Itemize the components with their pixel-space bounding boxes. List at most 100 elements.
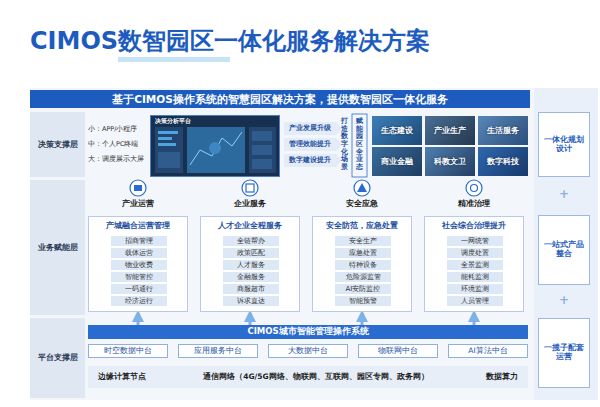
node-text: 通信网络（4G/5G网络、物联网、互联网、园区专网、政务网） [203, 373, 429, 382]
icon-group [130, 180, 482, 196]
image-tile: 商业金融 [372, 147, 422, 176]
layer-label-box: 业务赋能层 [30, 180, 85, 315]
node-text: 边缘计算节点 [98, 373, 146, 382]
icon-circle [466, 180, 482, 196]
node-text: 业务赋能层 [38, 243, 78, 252]
item-pill: 调度处置 [447, 248, 503, 258]
item-pill: 物业收费 [111, 260, 167, 270]
item-pill: AI安防监控 [335, 284, 391, 294]
node-text: 数字科技 [487, 157, 519, 166]
node-text: 决策支撑层 [38, 140, 78, 149]
image-tile: 生活服务 [478, 116, 528, 145]
node-text: 一揽子配套运营 [542, 344, 586, 361]
node-text: 全景监测 [461, 261, 489, 269]
node-text: 商业金融 [381, 157, 413, 166]
layer-label-box: 平台支撑层 [30, 318, 85, 398]
item-pill: 一码通行 [111, 284, 167, 294]
node-text: 产业发展升级 [289, 125, 331, 132]
node-text: 人才企业全程服务 [218, 221, 282, 230]
node-text: 政策匹配 [237, 249, 265, 257]
item-pill: 危险源监管 [335, 272, 391, 282]
node-text: CIMOS城市智能管理操作系统 [247, 327, 368, 337]
layer-label-box: 决策支撑层 [30, 112, 85, 177]
image-tile: 科教文卫 [425, 147, 475, 176]
node-text: 商服超市 [237, 285, 265, 293]
node-text: 社会综合治理提升 [442, 221, 506, 230]
icon-glyph [471, 185, 478, 192]
node-text: 经济运行 [125, 297, 153, 305]
node-text: 安全防范，应急处置 [326, 221, 398, 230]
item-pill: 政策匹配 [223, 248, 279, 258]
image-tile: 生态建设 [372, 116, 422, 145]
service-column: 产城融合运营管理招商管理载体运营物业收费智能管控一码通行经济运行 [88, 216, 188, 312]
item-pill: 载体运营 [111, 248, 167, 258]
node-text: 平台支撑层 [38, 353, 78, 362]
item-pill: 全链帮办 [223, 236, 279, 246]
item-pill: 特种设备 [335, 260, 391, 270]
screen-bar [158, 143, 176, 146]
screen-panel: 决策分析平台 [150, 115, 280, 177]
platform-box: 应用服务中台 [178, 344, 258, 358]
icon-circle [130, 180, 146, 196]
node-text: 应急处置 [349, 249, 377, 257]
platform-box: AI算法中台 [448, 344, 528, 358]
screen-bar [158, 137, 172, 140]
note-label: 中：个人PC终端 [88, 141, 138, 148]
side-box: 一站式产品整合 [538, 215, 590, 285]
node-text: 一体化规划设计 [542, 136, 586, 153]
screen-panel [155, 127, 183, 173]
up-arrow [361, 316, 364, 325]
node-text: 时空数据中台 [104, 347, 152, 356]
item-pill: 一网统管 [447, 236, 503, 246]
item-pill: 招商管理 [111, 236, 167, 246]
node-text: 环境监测 [461, 285, 489, 293]
node-text: 安全生产 [349, 237, 377, 245]
screen-bar [158, 131, 178, 134]
service-column: 安全防范，应急处置安全生产应急处置特种设备危险源监管AI安防监控智能预警 [312, 216, 412, 312]
map-spot [209, 142, 221, 154]
platform-box: 时空数据中台 [88, 344, 168, 358]
screen-chart [252, 131, 272, 141]
arrow-box: 管理效能提升 [284, 138, 336, 151]
arrow-box: 产业发展升级 [284, 122, 336, 135]
node-text: 生态建设 [381, 126, 413, 135]
node-text: 管理效能提升 [289, 141, 331, 148]
node-text: 决策分析平台 [155, 118, 191, 125]
node-text: AI算法中台 [468, 347, 507, 356]
node-text: 产城融合运营管理 [106, 221, 170, 230]
node-text: 数据算力 [486, 373, 518, 382]
node-text: 生活服务 [487, 126, 519, 135]
item-pill: 能耗监测 [447, 272, 503, 282]
node-text: 一站式产品整合 [542, 241, 586, 258]
screen-ground [150, 115, 280, 177]
node-text: 人员管理 [461, 297, 489, 305]
os-bar: CIMOS城市智能管理操作系统 [88, 325, 528, 339]
node-text: 金融服务 [237, 273, 265, 281]
service-column: 社会综合治理提升一网统管调度处置全景监测能耗监测环境监测人员管理 [424, 216, 524, 312]
item-pill: 诉求直达 [223, 296, 279, 306]
node-text: 招商管理 [125, 237, 153, 245]
note-label: 赋能园区全业态 [356, 118, 363, 172]
node-text: 产业生产 [434, 126, 466, 135]
icon-label: 精准治理 [458, 199, 490, 208]
icon-label: 企业服务 [234, 199, 266, 208]
node-text: 诉求直达 [237, 297, 265, 305]
node-text: 基于CIMOS操作系统的智慧园区解决方案，提供数智园区一体化服务 [112, 93, 448, 105]
icon-circle [242, 180, 258, 196]
node-text: 危险源监管 [346, 273, 381, 281]
screen-map [187, 127, 245, 173]
item-pill: 智能管控 [111, 272, 167, 282]
screen-chart [252, 145, 272, 155]
node-text: 科教文卫 [434, 157, 466, 166]
icon-glyph [357, 183, 367, 192]
item-pill: 环境监测 [447, 284, 503, 294]
node-text: 全链帮办 [237, 237, 265, 245]
node-text: 应用服务中台 [194, 347, 242, 356]
up-arrow [249, 316, 252, 325]
node-text: 特种设备 [349, 261, 377, 269]
node-text: 数字建设提升 [289, 157, 331, 164]
main-panel [30, 88, 598, 400]
node-text: 一网统管 [461, 237, 489, 245]
image-tile: 数字科技 [478, 147, 528, 176]
